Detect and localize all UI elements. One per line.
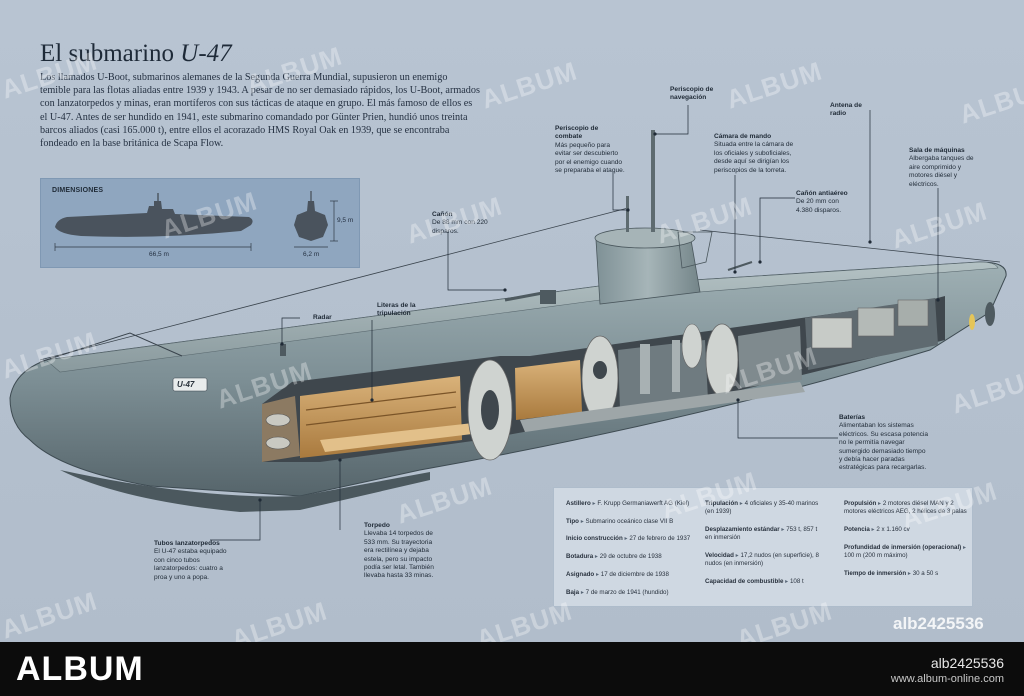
- spec-profundidad: Profundidad de inmersión (operacional) ▸…: [844, 544, 967, 559]
- watermark-code: alb2425536: [893, 614, 984, 633]
- site-url: www.album-online.com: [890, 673, 1004, 685]
- page-title: El submarino U-47: [40, 40, 232, 67]
- label-periscopio-navegacion: Periscopio de navegación: [670, 86, 714, 102]
- hull-number: U-47: [177, 380, 195, 389]
- dimensions-box: DIMENSIONES 66,5 m 9,5 m 6,2 m: [40, 178, 360, 268]
- image-code: alb2425536: [930, 655, 1004, 671]
- spec-tripulacion: Tripulación ▸ 4 oficiales y 35-40 marino…: [705, 500, 819, 515]
- footer-bar: ALBUM alb2425536 www.album-online.com: [0, 642, 1024, 696]
- label-radar: Radar: [313, 314, 332, 321]
- dimensions-silhouettes: [54, 191, 338, 251]
- spec-tiempo-inmersion: Tiempo de inmersión ▸ 30 a 50 s: [844, 570, 939, 577]
- infographic-canvas: El submarino U-47 Los llamados U-Boot, s…: [0, 0, 1024, 642]
- spec-baja: Baja ▸ 7 de marzo de 1941 (hundido): [566, 589, 669, 596]
- spec-tipo: Tipo ▸ Submarino oceánico clase VII B: [566, 518, 674, 525]
- specs-table: Astillero ▸ F. Krupp Germaniawerft AG (K…: [553, 487, 973, 607]
- label-literas: Literas de la tripulación: [377, 302, 416, 318]
- spec-asignado: Asignado ▸ 17 de diciembre de 1938: [566, 571, 669, 578]
- spec-astillero: Astillero ▸ F. Krupp Germaniawerft AG (K…: [566, 500, 690, 507]
- dimensions-title: DIMENSIONES: [52, 187, 104, 194]
- spec-combustible: Capacidad de combustible ▸ 108 t: [705, 578, 804, 585]
- spec-botadura: Botadura ▸ 29 de octubre de 1938: [566, 553, 662, 560]
- spec-propulsion: Propulsión ▸ 2 motores diésel MAN y 2 mo…: [844, 500, 967, 515]
- dimension-length: 66,5 m: [149, 251, 169, 258]
- spec-desplazamiento: Desplazamiento estándar ▸ 753 t, 857 t e…: [705, 526, 818, 541]
- spec-potencia: Potencia ▸ 2 x 1.160 cv: [844, 526, 910, 533]
- dimension-height: 9,5 m: [337, 217, 354, 224]
- brand-logo: ALBUM: [16, 650, 144, 688]
- label-antena-radio: Antena de radio: [830, 102, 862, 118]
- spec-velocidad: Velocidad ▸ 17,2 nudos (en superficie), …: [705, 552, 819, 567]
- submarine-cutaway: [9, 105, 1007, 541]
- spec-inicio-construccion: Inicio construcción ▸ 27 de febrero de 1…: [566, 535, 691, 542]
- intro-text: Los llamados U-Boot, submarinos alemanes…: [40, 72, 480, 150]
- dimension-beam: 6,2 m: [303, 251, 320, 258]
